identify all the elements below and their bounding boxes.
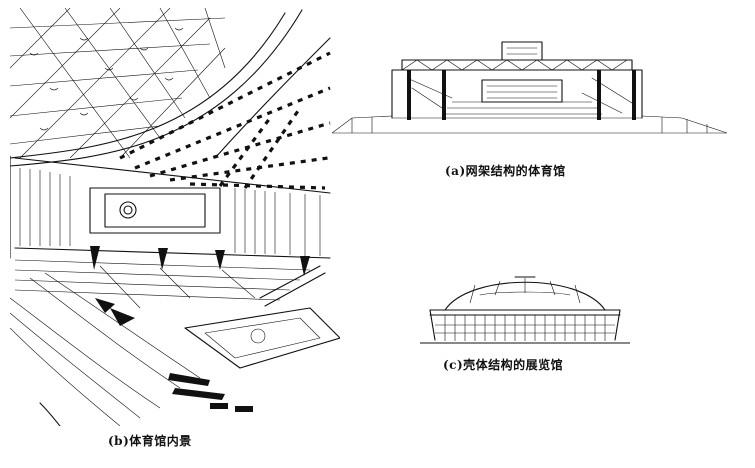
caption-c: (c)壳体结构的展览馆 — [443, 358, 564, 372]
dome-ribs — [469, 278, 581, 304]
truss-diagonals — [401, 59, 628, 71]
wall-panels — [19, 168, 321, 256]
interior-illustration — [10, 8, 340, 426]
seat-blocks — [95, 298, 253, 412]
interior-drawing — [10, 8, 340, 426]
caption-b: (b)体育馆内景 — [108, 434, 192, 448]
columns — [90, 246, 310, 276]
back-wall — [10, 155, 331, 259]
gymnasium-elevation — [332, 38, 732, 138]
seating-tiers — [10, 259, 311, 426]
roof-node-marks — [29, 27, 184, 131]
caption-a: (a)网架结构的体育馆 — [445, 164, 566, 178]
court-floor — [184, 307, 340, 369]
facade — [391, 69, 643, 119]
exhibition-hall-illustration — [420, 276, 630, 344]
ceiling-lights — [119, 51, 331, 190]
space-frame-roof — [401, 41, 633, 71]
roof-space-frame — [10, 8, 226, 159]
colonnade-posts — [435, 315, 615, 341]
facade-columns — [407, 70, 636, 120]
gymnasium-illustration — [332, 41, 728, 134]
colonnade — [420, 309, 630, 344]
railing — [39, 265, 326, 426]
stands-and-base — [332, 101, 728, 134]
exhibition-hall-elevation — [420, 265, 630, 350]
